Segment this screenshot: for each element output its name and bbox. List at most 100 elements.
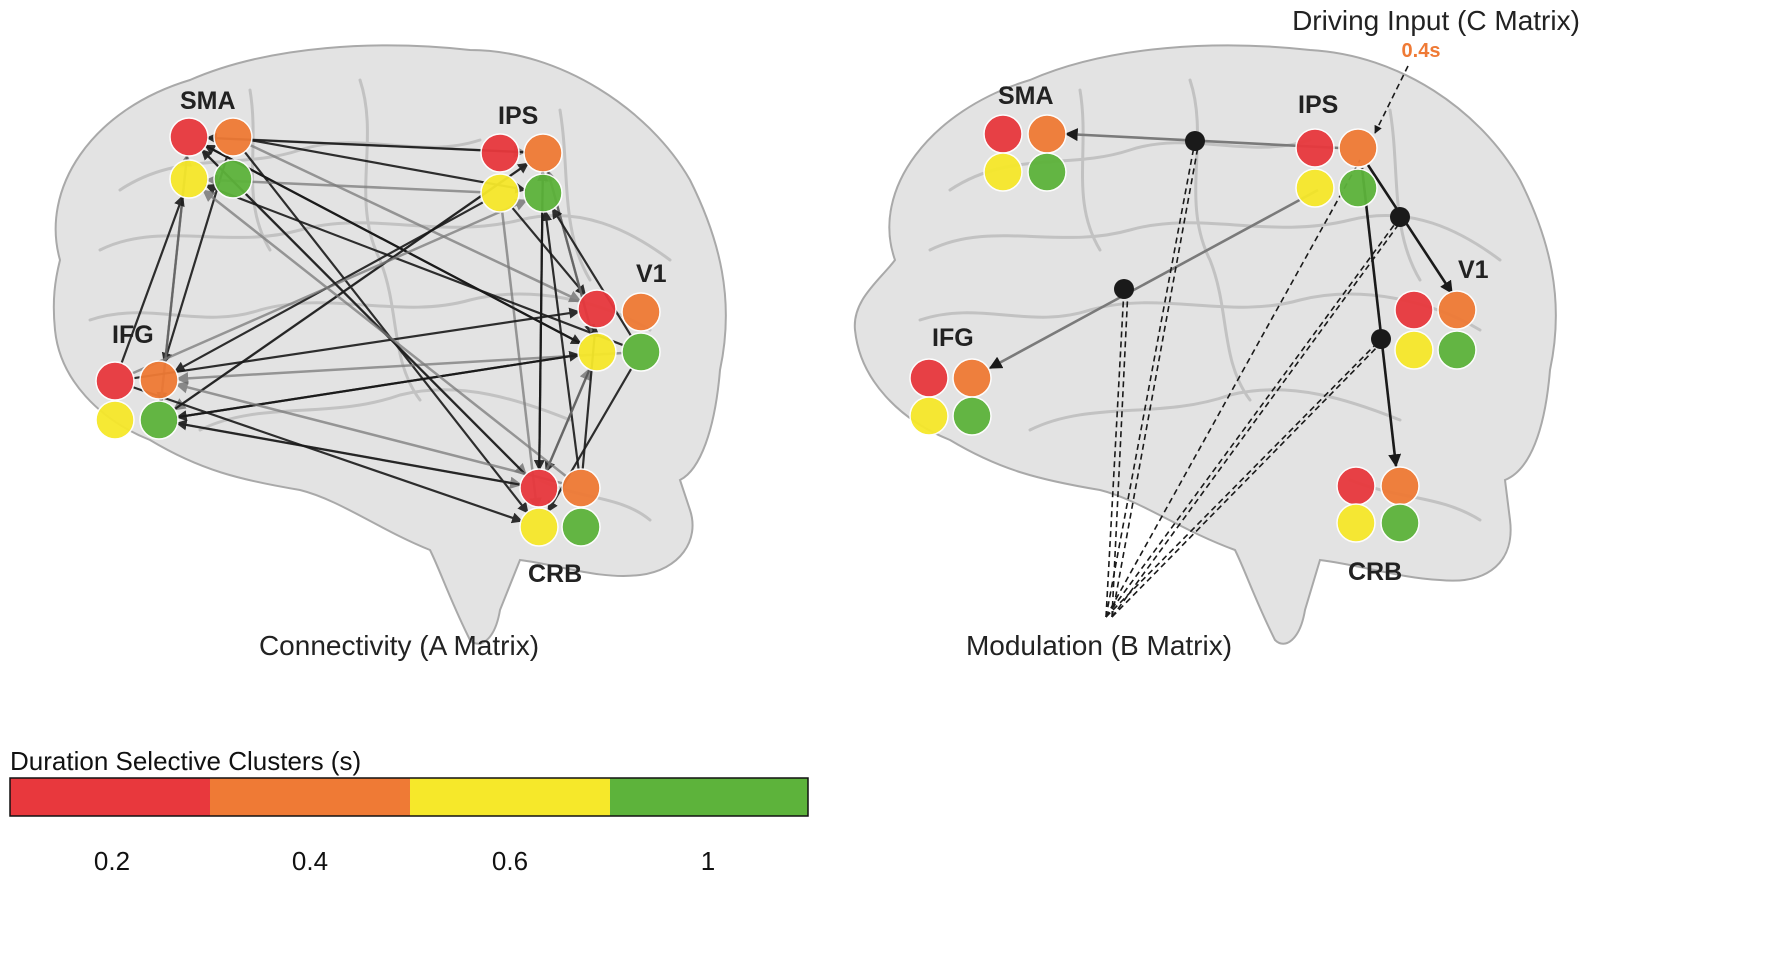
driving-input-title: Driving Input (C Matrix) [1292, 5, 1580, 36]
connection-arrow [551, 207, 633, 338]
left-node-ips-red [480, 133, 520, 173]
modulated-connection-arrow [1366, 164, 1454, 295]
right-modulation-arrows [988, 65, 1454, 618]
left-label-sma: SMA [180, 87, 236, 115]
connection-arrow [243, 150, 529, 514]
modulation-dashed-line [1111, 216, 1405, 618]
connection-arrow [176, 350, 581, 419]
connection-arrow [200, 148, 528, 477]
colorbar [9, 777, 809, 817]
right-node-ifg-yellow [909, 396, 949, 436]
right-node-ifg-green [952, 396, 992, 436]
left-node-ips-green [523, 173, 563, 213]
colorbar-tick-3: 0.6 [492, 846, 528, 876]
modulation-point [1185, 131, 1205, 151]
connection-arrow [132, 307, 581, 380]
connection-arrow [248, 143, 582, 303]
left-label-ifg: IFG [112, 321, 154, 349]
left-node-ips-orange [523, 133, 563, 173]
colorbar-segment-green [610, 778, 808, 816]
right-node-v1-red [1394, 290, 1434, 330]
colorbar-tick-2: 0.4 [292, 846, 328, 876]
right-label-v1: V1 [1458, 256, 1489, 284]
connection-arrow [175, 381, 564, 485]
right-node-ips-red [1295, 128, 1335, 168]
connection-arrow [205, 174, 483, 194]
colorbar-segment-orange [210, 778, 410, 816]
left-connectivity-arrows [120, 132, 633, 524]
connection-arrow [175, 419, 522, 486]
right-node-sma-yellow [983, 152, 1023, 192]
connection-arrow [173, 162, 530, 411]
modulation-dashed-line [1105, 216, 1401, 618]
modulated-connection-arrow [988, 188, 1319, 370]
modulation-dashed-line [1111, 140, 1200, 618]
right-label-ifg: IFG [932, 324, 974, 352]
right-brain-outline-icon [853, 44, 1557, 645]
modulation-dashed-line [1105, 159, 1361, 618]
left-node-ifg-green [139, 400, 179, 440]
right-node-crb-orange [1380, 466, 1420, 506]
connection-arrow [510, 206, 587, 297]
right-node-ifg-orange [952, 358, 992, 398]
right-node-ips-yellow [1295, 168, 1335, 208]
colorbar-title: Duration Selective Clusters (s) [10, 746, 361, 776]
left-label-ips: IPS [498, 102, 538, 130]
left-node-ips-yellow [480, 173, 520, 213]
connection-arrow [541, 209, 580, 471]
left-node-crb-green [561, 507, 601, 547]
right-node-crb-yellow [1336, 503, 1376, 543]
right-node-ips-orange [1338, 128, 1378, 168]
modulation-dashed-line [1105, 338, 1382, 618]
connection-arrow [120, 194, 185, 365]
right-node-sma-red [983, 114, 1023, 154]
modulation-dashed-line [1105, 288, 1125, 618]
colorbar-tick-4: 1 [701, 846, 715, 876]
left-node-ifg-red [95, 361, 135, 401]
right-node-ips-green [1338, 168, 1378, 208]
right-node-v1-orange [1437, 290, 1477, 330]
left-caption: Connectivity (A Matrix) [259, 630, 539, 661]
right-node-crb-green [1380, 503, 1420, 543]
left-node-v1-red [577, 289, 617, 329]
left-node-ifg-yellow [95, 400, 135, 440]
modulation-point [1371, 329, 1391, 349]
right-node-v1-yellow [1394, 330, 1434, 370]
driving-input-value: 0.4s [1402, 40, 1441, 62]
left-node-ifg-orange [139, 360, 179, 400]
left-node-sma-red [169, 117, 209, 157]
connection-arrow [131, 385, 524, 524]
right-node-ifg-red [909, 358, 949, 398]
colorbar-tick-1: 0.2 [94, 846, 130, 876]
right-node-sma-orange [1027, 114, 1067, 154]
right-node-v1-green [1437, 330, 1477, 370]
connection-arrow [544, 367, 592, 472]
right-label-sma: SMA [998, 82, 1054, 110]
left-node-v1-orange [621, 292, 661, 332]
connection-arrow [204, 183, 625, 347]
right-node-sma-green [1027, 152, 1067, 192]
left-node-sma-yellow [169, 159, 209, 199]
left-label-v1: V1 [636, 260, 667, 288]
left-node-crb-red [519, 468, 559, 508]
modulation-point [1390, 207, 1410, 227]
left-node-crb-yellow [519, 507, 559, 547]
right-region-nodes [909, 114, 1477, 543]
colorbar-frame [9, 777, 809, 817]
modulated-connection-arrow [1360, 167, 1402, 468]
connection-arrow [130, 199, 528, 375]
connection-arrow [202, 189, 568, 478]
connection-arrow [205, 132, 526, 154]
colorbar-segment-yellow [410, 778, 610, 816]
left-label-crb: CRB [528, 560, 582, 588]
left-node-crb-orange [561, 468, 601, 508]
modulation-dashed-line [1374, 65, 1409, 134]
right-label-ips: IPS [1298, 91, 1338, 119]
right-caption: Modulation (B Matrix) [966, 630, 1232, 661]
connection-arrow [250, 139, 527, 194]
left-node-sma-green [213, 159, 253, 199]
modulation-dashed-line [1105, 140, 1196, 618]
colorbar-segment-red [10, 778, 210, 816]
right-node-crb-red [1336, 466, 1376, 506]
